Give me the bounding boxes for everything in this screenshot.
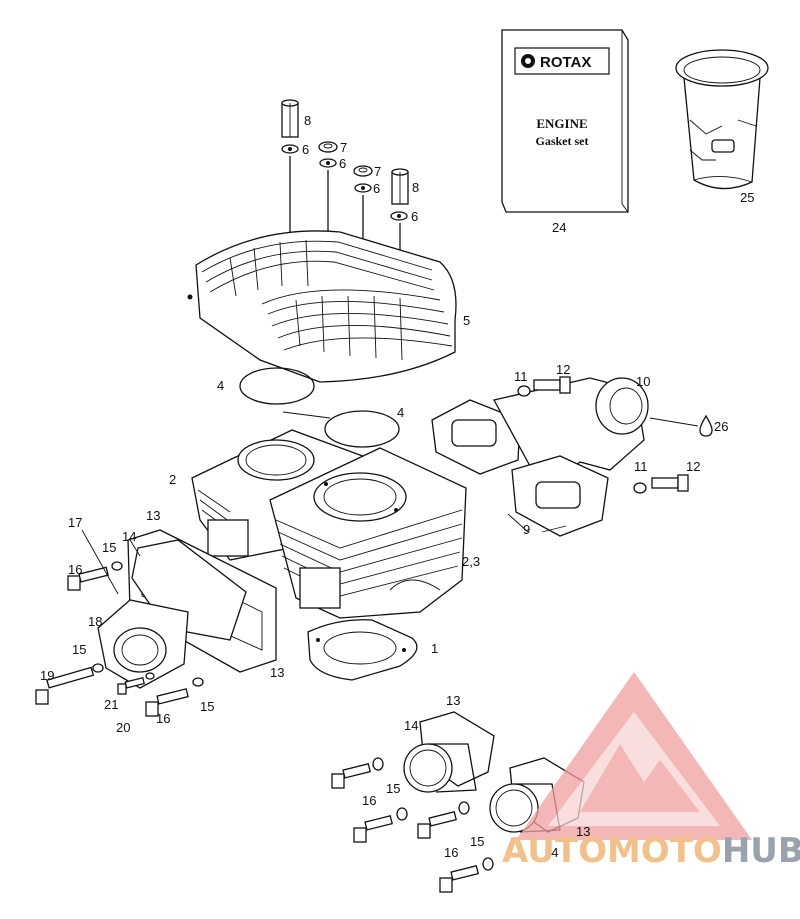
callout-2: 2 [169, 472, 176, 487]
cylinder-liner [675, 49, 769, 190]
watermark-part1: AUTOMOTO [502, 831, 722, 871]
callout-26: 26 [714, 419, 728, 434]
booklet-line1: ENGINE [536, 116, 587, 131]
head-fasteners [281, 99, 409, 292]
callout-11-a: 11 [514, 369, 528, 384]
callout-14-c: 14 [544, 845, 558, 860]
callout-19: 19 [40, 668, 54, 683]
callout-12-a: 12 [556, 362, 570, 377]
callout-14-a: 14 [122, 529, 136, 544]
callout-20: 20 [116, 720, 130, 735]
callout-7-b: 7 [374, 164, 381, 179]
callout-2-3: 2,3 [462, 554, 480, 569]
watermark-text: AUTOMOTOHUB [502, 831, 800, 871]
callout-1: 1 [431, 641, 438, 656]
callout-labels: 8 6 7 6 7 6 8 6 5 4 4 2 2,3 1 11 12 10 2… [40, 113, 754, 860]
callout-8-right: 8 [412, 180, 419, 195]
callout-4-right: 4 [397, 405, 404, 420]
cylinder-block [191, 429, 467, 619]
callout-15-e: 15 [470, 834, 484, 849]
callout-13-a: 13 [146, 508, 160, 523]
callout-13-d: 13 [576, 824, 590, 839]
left-intake-assembly [35, 529, 277, 717]
callout-13-b: 13 [270, 665, 284, 680]
watermark-part2: HUB [721, 831, 800, 871]
exhaust-manifold [431, 376, 713, 537]
lower-intake-sockets [331, 711, 585, 893]
callout-15-c: 15 [200, 699, 214, 714]
callout-15-b: 15 [72, 642, 86, 657]
callout-6-a: 6 [302, 142, 309, 157]
callout-12-b: 12 [686, 459, 700, 474]
base-gasket [307, 619, 418, 681]
booklet-line2: Gasket set [536, 134, 589, 148]
callout-11-b: 11 [634, 459, 648, 474]
callout-6-b: 6 [339, 156, 346, 171]
callout-16-d: 16 [444, 845, 458, 860]
callout-8-left: 8 [304, 113, 311, 128]
gasket-set-booklet: ROTAX ENGINE Gasket set [501, 29, 629, 213]
callout-7-a: 7 [340, 140, 347, 155]
booklet-brand: ROTAX [540, 54, 591, 71]
callout-16-c: 16 [362, 793, 376, 808]
callout-5: 5 [463, 313, 470, 328]
callout-14-b: 14 [404, 718, 418, 733]
callout-6-c: 6 [373, 181, 380, 196]
callout-6-d: 6 [411, 209, 418, 224]
callout-18: 18 [88, 614, 102, 629]
callout-10: 10 [636, 374, 650, 389]
callout-16-a: 16 [68, 562, 82, 577]
head-gasket-rings [239, 367, 400, 448]
cylinder-head [187, 230, 457, 383]
callout-17: 17 [68, 515, 82, 530]
callout-25: 25 [740, 190, 754, 205]
callout-13-c: 13 [446, 693, 460, 708]
callout-9: 9 [523, 522, 530, 537]
callout-4-left: 4 [217, 378, 224, 393]
callout-16-b: 16 [156, 711, 170, 726]
callout-15-d: 15 [386, 781, 400, 796]
callout-21: 21 [104, 697, 118, 712]
callout-15-a: 15 [102, 540, 116, 555]
callout-24: 24 [552, 220, 566, 235]
watermark-logo [516, 672, 752, 840]
